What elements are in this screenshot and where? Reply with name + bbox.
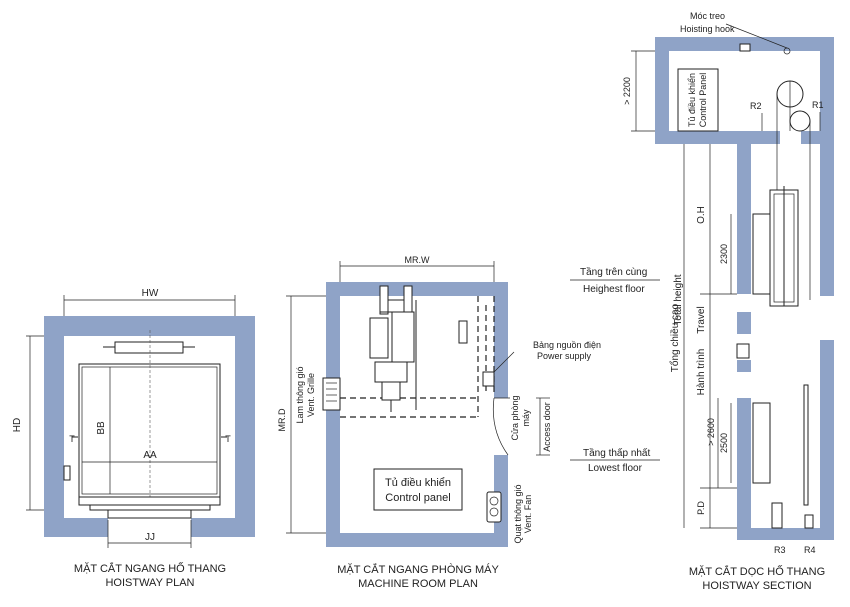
buffer-r3 <box>771 502 783 529</box>
vent-grille-en: Vent. Grille <box>306 373 316 417</box>
travel-en: Travel <box>696 306 707 333</box>
total-height-en: Total height <box>673 274 684 325</box>
hoistway-section: Tủ điều khiển Control Panel Móc treo Hoi… <box>622 11 834 592</box>
control-panel-box <box>373 468 463 511</box>
top-floor-en: Heighest floor <box>583 284 645 295</box>
access-door-en: Access door <box>542 402 552 452</box>
vent-fan-vi: Quạt thông gió <box>513 484 523 543</box>
dim-car-height: 2300 <box>719 244 729 264</box>
section-caption-vi: MẶT CẮT DỌC HỐ THANG <box>689 564 825 578</box>
control-panel-en: Control panel <box>385 492 450 504</box>
dim-oh: O.H <box>696 206 707 224</box>
lowest-floor-en: Lowest floor <box>588 463 643 474</box>
r2-label: R2 <box>750 101 762 111</box>
hoistway-plan-caption-vi: MẶT CẮT NGANG HỐ THANG <box>74 561 226 575</box>
vent-grille-vi: Lam thông gió <box>295 366 305 423</box>
machine-room-walls <box>326 282 508 392</box>
dim-hw: HW <box>142 288 159 299</box>
dim-pd: P.D <box>696 501 706 515</box>
dim-top: > 2200 <box>622 77 632 105</box>
dim-bb: BB <box>96 421 107 435</box>
dim-jj: JJ <box>145 532 155 543</box>
total-height-vi: Tổng chiều cao <box>669 303 681 372</box>
door-sill <box>78 496 221 506</box>
section-control-panel-vi: Tủ điều khiển <box>687 73 697 127</box>
vent-fan <box>486 491 502 523</box>
r1-label: R1 <box>812 100 824 110</box>
machine-box <box>458 320 468 344</box>
deflector-sheave <box>789 110 811 132</box>
hook-en: Hoisting hook <box>680 24 735 34</box>
section-caption-en: HOISTWAY SECTION <box>702 580 811 592</box>
section-control-panel-en: Control Panel <box>698 73 708 128</box>
traction-machine <box>369 285 417 412</box>
car-inner <box>81 366 218 495</box>
mark-t-right: T <box>225 434 231 444</box>
dim-2600: > 2600 <box>706 418 716 446</box>
floor-labels: Tầng trên cùng Heighest floor Tầng thấp … <box>570 266 660 474</box>
section-counterweight <box>752 402 771 484</box>
buffer-r4 <box>804 514 814 529</box>
dim-hd: HD <box>12 418 23 432</box>
vent-fan-en: Vent. Fan <box>523 495 533 534</box>
machine-room-plan: Bảng nguồn điện Power supply Cửa phòng m… <box>277 255 601 590</box>
vent-grille <box>322 377 341 411</box>
hoistway-plan-caption-en: HOISTWAY PLAN <box>105 577 194 589</box>
car-outline <box>78 363 221 498</box>
hook-vi: Móc treo <box>690 11 725 21</box>
control-panel-vi: Tủ điều khiển <box>385 477 451 489</box>
r4-label: R4 <box>804 545 816 555</box>
power-supply-en: Power supply <box>537 351 592 361</box>
hoistway-plan: HW HD BB AA T T JJ MẶT CẮT NGANG HỐ THAN… <box>12 288 255 589</box>
machine-room-caption-vi: MẶT CẮT NGANG PHÒNG MÁY <box>337 563 499 576</box>
power-supply-vi: Bảng nguồn điện <box>533 340 601 350</box>
section-control-panel <box>677 68 719 132</box>
travel-vi: Hành trình <box>696 349 707 396</box>
dim-aa: AA <box>143 450 157 461</box>
access-door-vi2: máy <box>521 409 531 427</box>
dim-2500: 2500 <box>719 433 729 453</box>
counterweight <box>114 341 184 354</box>
r3-label: R3 <box>774 545 786 555</box>
dim-mrw: MR.W <box>405 255 430 265</box>
dim-mrd: MR.D <box>277 408 287 431</box>
lowest-floor-vi: Tầng thấp nhất <box>583 447 650 459</box>
access-door-vi1: Cửa phòng <box>510 395 520 440</box>
top-floor-vi: Tầng trên cùng <box>580 266 647 278</box>
mark-t-left: T <box>69 434 75 444</box>
machine-room-caption-en: MACHINE ROOM PLAN <box>358 578 478 590</box>
access-door <box>492 397 510 456</box>
power-supply <box>482 371 495 387</box>
